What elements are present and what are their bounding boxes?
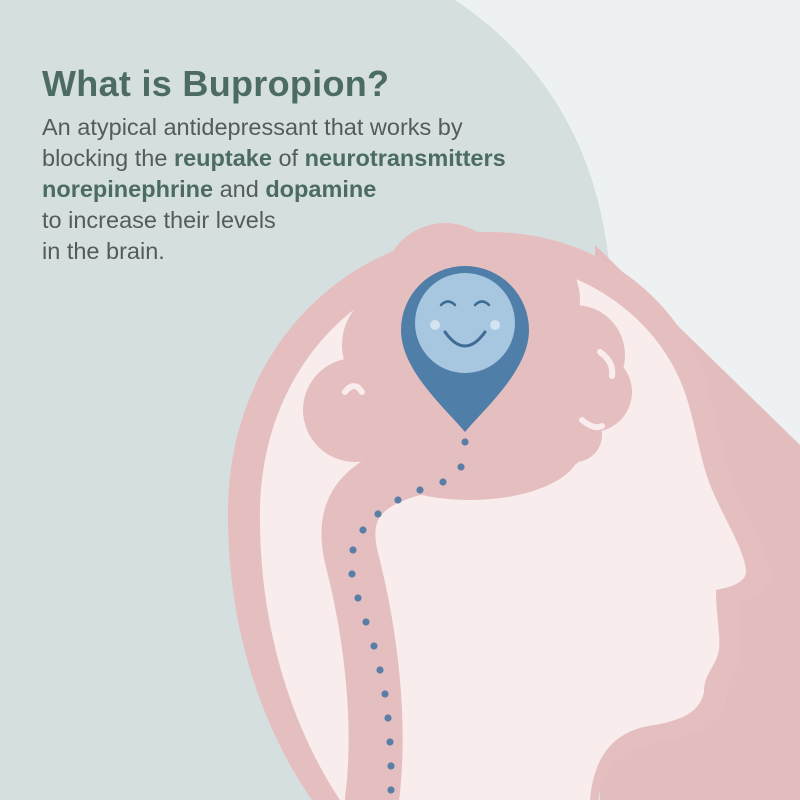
path-dot xyxy=(370,642,378,650)
path-dot xyxy=(387,786,395,794)
keyword-neurotransmitters: neurotransmitters xyxy=(304,145,506,171)
path-dot xyxy=(386,738,394,746)
dotted-path-icon xyxy=(348,438,469,794)
keyword-dopamine: dopamine xyxy=(265,176,377,202)
path-dot xyxy=(394,496,402,504)
path-dot xyxy=(387,762,395,770)
path-dot xyxy=(439,478,447,486)
path-dot xyxy=(384,714,392,722)
text-span: in the brain. xyxy=(42,238,165,264)
path-dot xyxy=(348,570,356,578)
path-dot xyxy=(457,463,465,471)
path-dot xyxy=(376,666,384,674)
text-span: of xyxy=(271,145,305,171)
text-span: and xyxy=(213,176,266,202)
description-line-5: in the brain. xyxy=(42,236,602,267)
path-dot xyxy=(362,618,370,626)
path-dot xyxy=(374,510,382,518)
path-dot xyxy=(416,486,424,494)
path-dot xyxy=(461,438,469,446)
location-pin-icon xyxy=(401,266,529,432)
description-line-1: An atypical antidepressant that works by xyxy=(42,112,602,143)
text-span: An atypical antidepressant that works by xyxy=(42,114,463,140)
description-line-2: blocking the reuptake of neurotransmitte… xyxy=(42,143,602,174)
text-block: What is Bupropion? An atypical antidepre… xyxy=(42,62,602,267)
text-span: to increase their levels xyxy=(42,207,276,233)
page-title: What is Bupropion? xyxy=(42,63,390,104)
description-line-4: to increase their levels xyxy=(42,205,602,236)
text-span: blocking the xyxy=(42,145,174,171)
description: An atypical antidepressant that works by… xyxy=(42,112,602,267)
path-dot xyxy=(381,690,389,698)
keyword-reuptake: reuptake xyxy=(173,145,272,171)
path-dot xyxy=(354,594,362,602)
path-dot xyxy=(359,526,367,534)
description-line-3: norepinephrine and dopamine xyxy=(42,174,602,205)
keyword-norepinephrine: norepinephrine xyxy=(42,176,214,202)
smiley-face-icon xyxy=(415,273,515,373)
path-dot xyxy=(349,546,357,554)
